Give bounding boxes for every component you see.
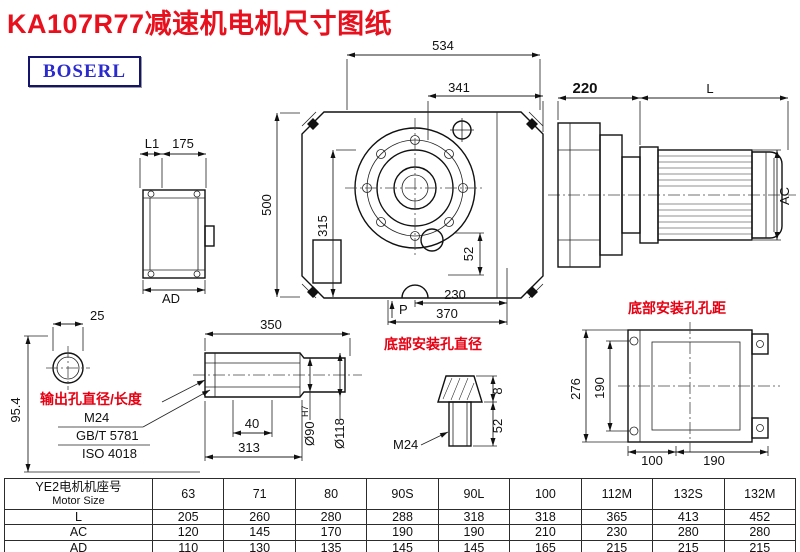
side-view-dimensions: 220 L AC: [557, 80, 792, 241]
dim-8: 8: [490, 387, 505, 394]
table-cell: 215: [723, 539, 796, 552]
table-cell: 210: [509, 524, 582, 541]
dim-dia90-tol: H7: [300, 405, 310, 417]
table-cell: 170: [294, 524, 368, 541]
bottom-mount-hole-view: 底部安装孔直径 8 52 M24: [384, 336, 505, 452]
page-title: KA107R77减速机电机尺寸图纸: [7, 9, 393, 39]
size-col-header: 90L: [437, 478, 511, 510]
note-m24: M24: [84, 410, 109, 425]
dim-220: 220: [572, 80, 597, 97]
table-cell: 205: [151, 508, 225, 526]
table-cell: 215: [652, 539, 725, 552]
table-cell: 280: [723, 524, 796, 541]
table-cell: 130: [223, 539, 296, 552]
dim-534: 534: [432, 38, 454, 53]
table-cell: 413: [652, 508, 725, 526]
motor-size-header-cn: YE2电机机座号: [35, 480, 122, 495]
table-row-ac: AC 120 145 170 190 190 210 230 280 280: [4, 524, 796, 541]
dim-276: 276: [568, 378, 583, 400]
table-cell: 215: [580, 539, 654, 552]
dim-500: 500: [259, 194, 274, 216]
row-label: AC: [4, 524, 153, 541]
output-shaft-view: 350 40 313 Ø90 H7 Ø118 输出孔直径/长度 M24 GB/T…: [40, 317, 362, 461]
dim-100: 100: [641, 453, 663, 468]
bottom-mount-view: 底部安装孔孔距 276 190 100 190: [568, 300, 780, 468]
table-cell: 452: [723, 508, 796, 526]
label-p: P: [399, 302, 408, 317]
boserl-logo: BOSERL: [28, 56, 141, 87]
table-row-l: L 205 260 280 288 318 318 365 413 452: [4, 508, 796, 526]
motor-size-header-cell: YE2电机机座号 Motor Size: [4, 478, 153, 510]
note-gbt5781: GB/T 5781: [76, 428, 139, 443]
size-col-header: 132S: [652, 478, 725, 510]
row-label: L: [4, 508, 153, 526]
size-col-header: 90S: [366, 478, 439, 510]
table-cell: 110: [151, 539, 225, 552]
size-col-header: 71: [223, 478, 296, 510]
dim-341: 341: [448, 80, 470, 95]
table-cell: 190: [437, 524, 511, 541]
dim-350: 350: [260, 317, 282, 332]
technical-drawing: 534 341 500 315 52 230 370 P: [8, 38, 796, 473]
table-cell: 280: [652, 524, 725, 541]
dim-l1: L1: [145, 136, 159, 151]
dim-95-4: 95.4: [8, 397, 23, 422]
dim-ac: AC: [777, 187, 792, 205]
left-side-view: L1 175 AD: [139, 136, 215, 306]
size-col-header: 132M: [723, 478, 796, 510]
dim-190: 190: [592, 377, 607, 399]
table-cell: 120: [151, 524, 225, 541]
dim-370: 370: [436, 306, 458, 321]
front-view-dimensions: 534 341 500 315 52 230 370 P: [259, 38, 544, 325]
table-cell: 318: [509, 508, 582, 526]
size-col-header: 100: [509, 478, 582, 510]
row-label: AD: [4, 539, 153, 552]
size-col-header: 80: [294, 478, 368, 510]
table-cell: 365: [580, 508, 654, 526]
bottom-distance-label: 底部安装孔孔距: [628, 300, 726, 316]
bottom-hole-label: 底部安装孔直径: [384, 336, 482, 352]
table-cell: 145: [223, 524, 296, 541]
dim-25: 25: [90, 308, 104, 323]
table-row-ad: AD 110 130 135 145 145 165 215 215 215: [4, 539, 796, 552]
dim-175: 175: [172, 136, 194, 151]
output-bore-label: 输出孔直径/长度: [40, 391, 143, 407]
dim-dia118: Ø118: [332, 418, 347, 449]
dim-190b: 190: [703, 453, 725, 468]
size-col-header: 112M: [580, 478, 654, 510]
table-cell: 145: [366, 539, 439, 552]
note-iso4018: ISO 4018: [82, 446, 137, 461]
dim-230: 230: [444, 287, 466, 302]
dim-ad: AD: [162, 291, 180, 306]
dim-313: 313: [238, 440, 260, 455]
table-cell: 190: [366, 524, 439, 541]
motor-size-table: YE2电机机座号 Motor Size 63 71 80 90S 90L 100…: [4, 478, 796, 552]
dim-40: 40: [245, 416, 259, 431]
table-cell: 165: [509, 539, 582, 552]
table-header-row: YE2电机机座号 Motor Size 63 71 80 90S 90L 100…: [4, 478, 796, 510]
size-col-header: 63: [151, 478, 225, 510]
dim-dia90: Ø90: [302, 421, 317, 446]
dim-52-bolt: 52: [490, 419, 505, 433]
motor-size-header-en: Motor Size: [52, 494, 105, 507]
bolt-m24-label: M24: [393, 437, 418, 452]
table-cell: 318: [437, 508, 511, 526]
table-cell: 230: [580, 524, 654, 541]
front-view: [301, 111, 544, 299]
table-cell: 135: [294, 539, 368, 552]
table-cell: 288: [366, 508, 439, 526]
table-cell: 145: [437, 539, 511, 552]
dim-52: 52: [461, 247, 476, 261]
table-cell: 260: [223, 508, 296, 526]
shaft-section-view: 25 95.4: [8, 308, 200, 473]
dim-315: 315: [315, 215, 330, 237]
side-view: [548, 122, 796, 268]
table-cell: 280: [294, 508, 368, 526]
dim-l: L: [706, 81, 713, 96]
